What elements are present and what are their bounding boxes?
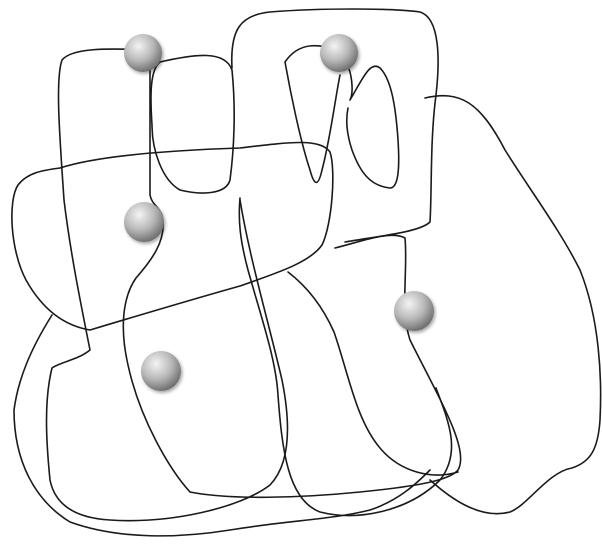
curve-center-connector <box>288 272 458 475</box>
marker-top-left <box>124 34 162 72</box>
curve-small-loop <box>345 62 399 188</box>
marker-group <box>124 34 434 391</box>
marker-bottom-left <box>141 351 181 391</box>
marker-right-middle <box>394 291 434 331</box>
marker-top-right <box>320 34 358 72</box>
curve-center-hollow <box>151 55 234 193</box>
curve-horizontal-loop <box>12 143 333 331</box>
marker-left-middle <box>124 202 164 242</box>
curve-bottom-loop <box>14 315 430 536</box>
